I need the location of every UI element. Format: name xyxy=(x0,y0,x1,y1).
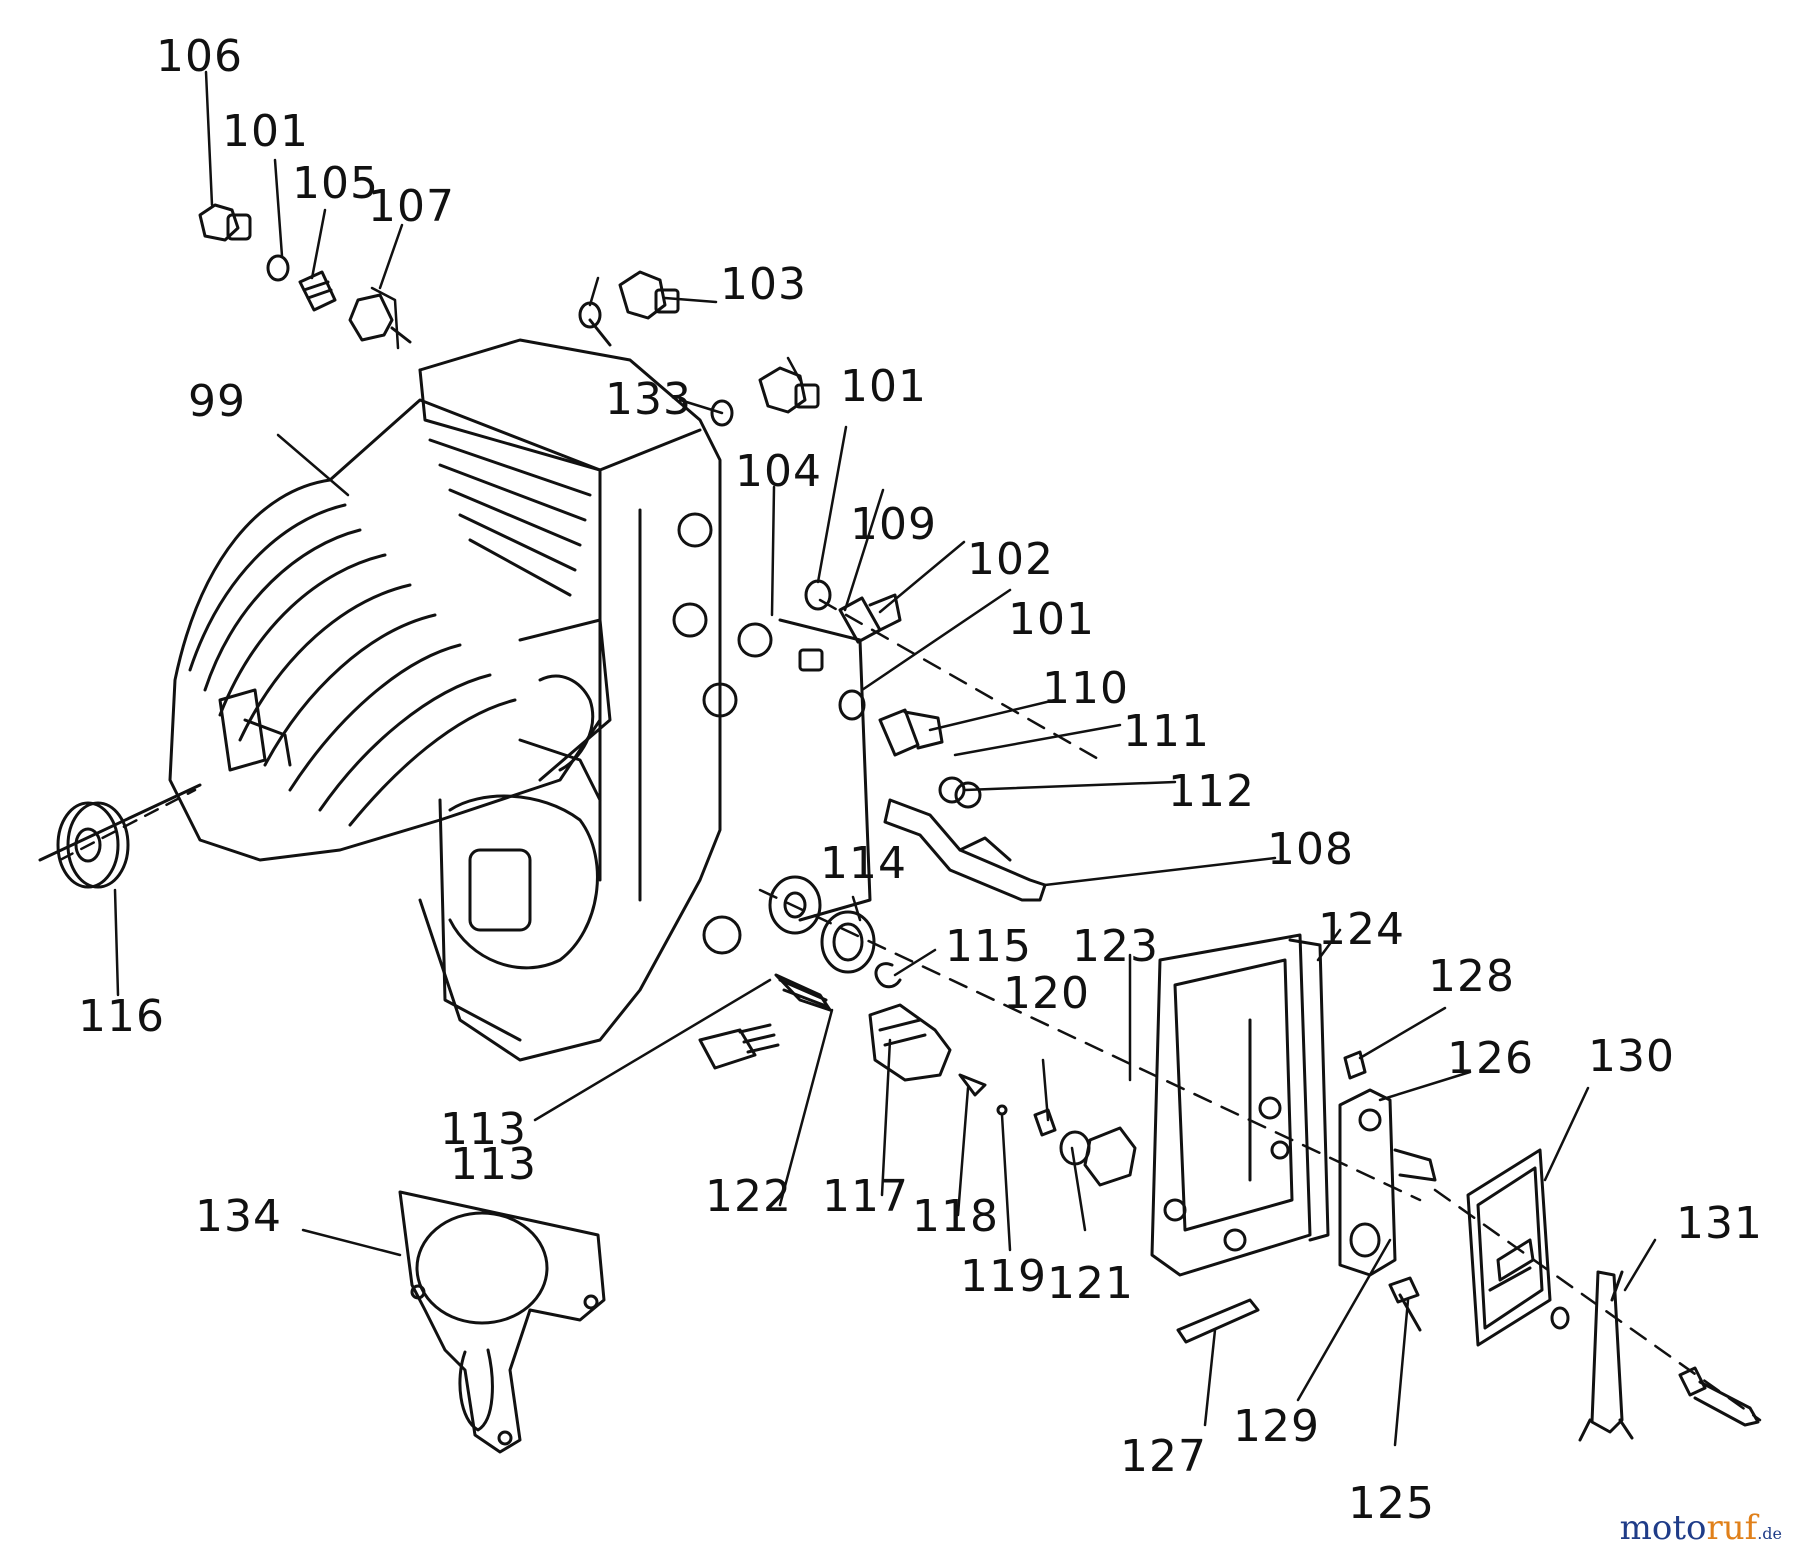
callout-111: 111 xyxy=(1123,706,1210,757)
callout-116: 116 xyxy=(78,991,165,1042)
gasket-134-part xyxy=(398,1190,606,1454)
callout-123: 123 xyxy=(1072,921,1159,972)
callout-106: 106 xyxy=(156,31,243,82)
callout-113-right: 113 xyxy=(440,1104,527,1155)
callout-115: 115 xyxy=(945,921,1032,972)
seal-116-part xyxy=(38,783,202,889)
top-left-small-parts xyxy=(198,203,412,344)
callout-101-top: 101 xyxy=(222,106,309,157)
clip-131-part xyxy=(1550,1270,1760,1442)
callout-126: 126 xyxy=(1447,1033,1534,1084)
pin-127-and-screw-125-part xyxy=(1176,1276,1422,1344)
callout-101-mid: 101 xyxy=(840,361,927,412)
transmission-housing-part xyxy=(168,338,872,1062)
callout-131: 131 xyxy=(1676,1198,1763,1249)
callout-133: 133 xyxy=(605,374,692,425)
callout-122: 122 xyxy=(705,1171,792,1222)
callout-103: 103 xyxy=(720,259,807,310)
callout-110: 110 xyxy=(1042,663,1129,714)
callout-121: 121 xyxy=(1047,1258,1134,1309)
callout-127: 127 xyxy=(1120,1431,1207,1482)
callout-129: 129 xyxy=(1233,1401,1320,1452)
callout-109: 109 xyxy=(850,499,937,550)
callout-125: 125 xyxy=(1348,1478,1435,1529)
callout-99: 99 xyxy=(188,376,246,427)
callout-101-low: 101 xyxy=(1008,594,1095,645)
callout-104: 104 xyxy=(735,446,822,497)
leader-lines xyxy=(58,70,1762,1447)
callout-134: 134 xyxy=(195,1191,282,1242)
callout-128: 128 xyxy=(1428,951,1515,1002)
callout-112: 112 xyxy=(1168,766,1255,817)
callout-130: 130 xyxy=(1588,1031,1675,1082)
valve-cluster-part xyxy=(737,579,1047,902)
cover-124-part xyxy=(1150,933,1330,1277)
callout-118: 118 xyxy=(912,1191,999,1242)
callout-117: 117 xyxy=(822,1171,909,1222)
callout-108: 108 xyxy=(1267,824,1354,875)
callout-102: 102 xyxy=(967,534,1054,585)
lever-arm-part xyxy=(1338,1050,1437,1277)
callout-114: 114 xyxy=(820,838,907,889)
lower-valve-group-part xyxy=(698,875,1137,1187)
callout-120: 120 xyxy=(1003,968,1090,1019)
callout-113-left: 113 xyxy=(450,1139,537,1190)
callout-107: 107 xyxy=(368,181,455,232)
plugs-103-part xyxy=(578,270,820,427)
callout-119: 119 xyxy=(960,1251,1047,1302)
plate-130-part xyxy=(1466,1148,1552,1347)
callout-105: 105 xyxy=(292,158,379,209)
watermark-logo: motoruf.de xyxy=(1619,1508,1782,1548)
callout-124: 124 xyxy=(1318,904,1405,955)
